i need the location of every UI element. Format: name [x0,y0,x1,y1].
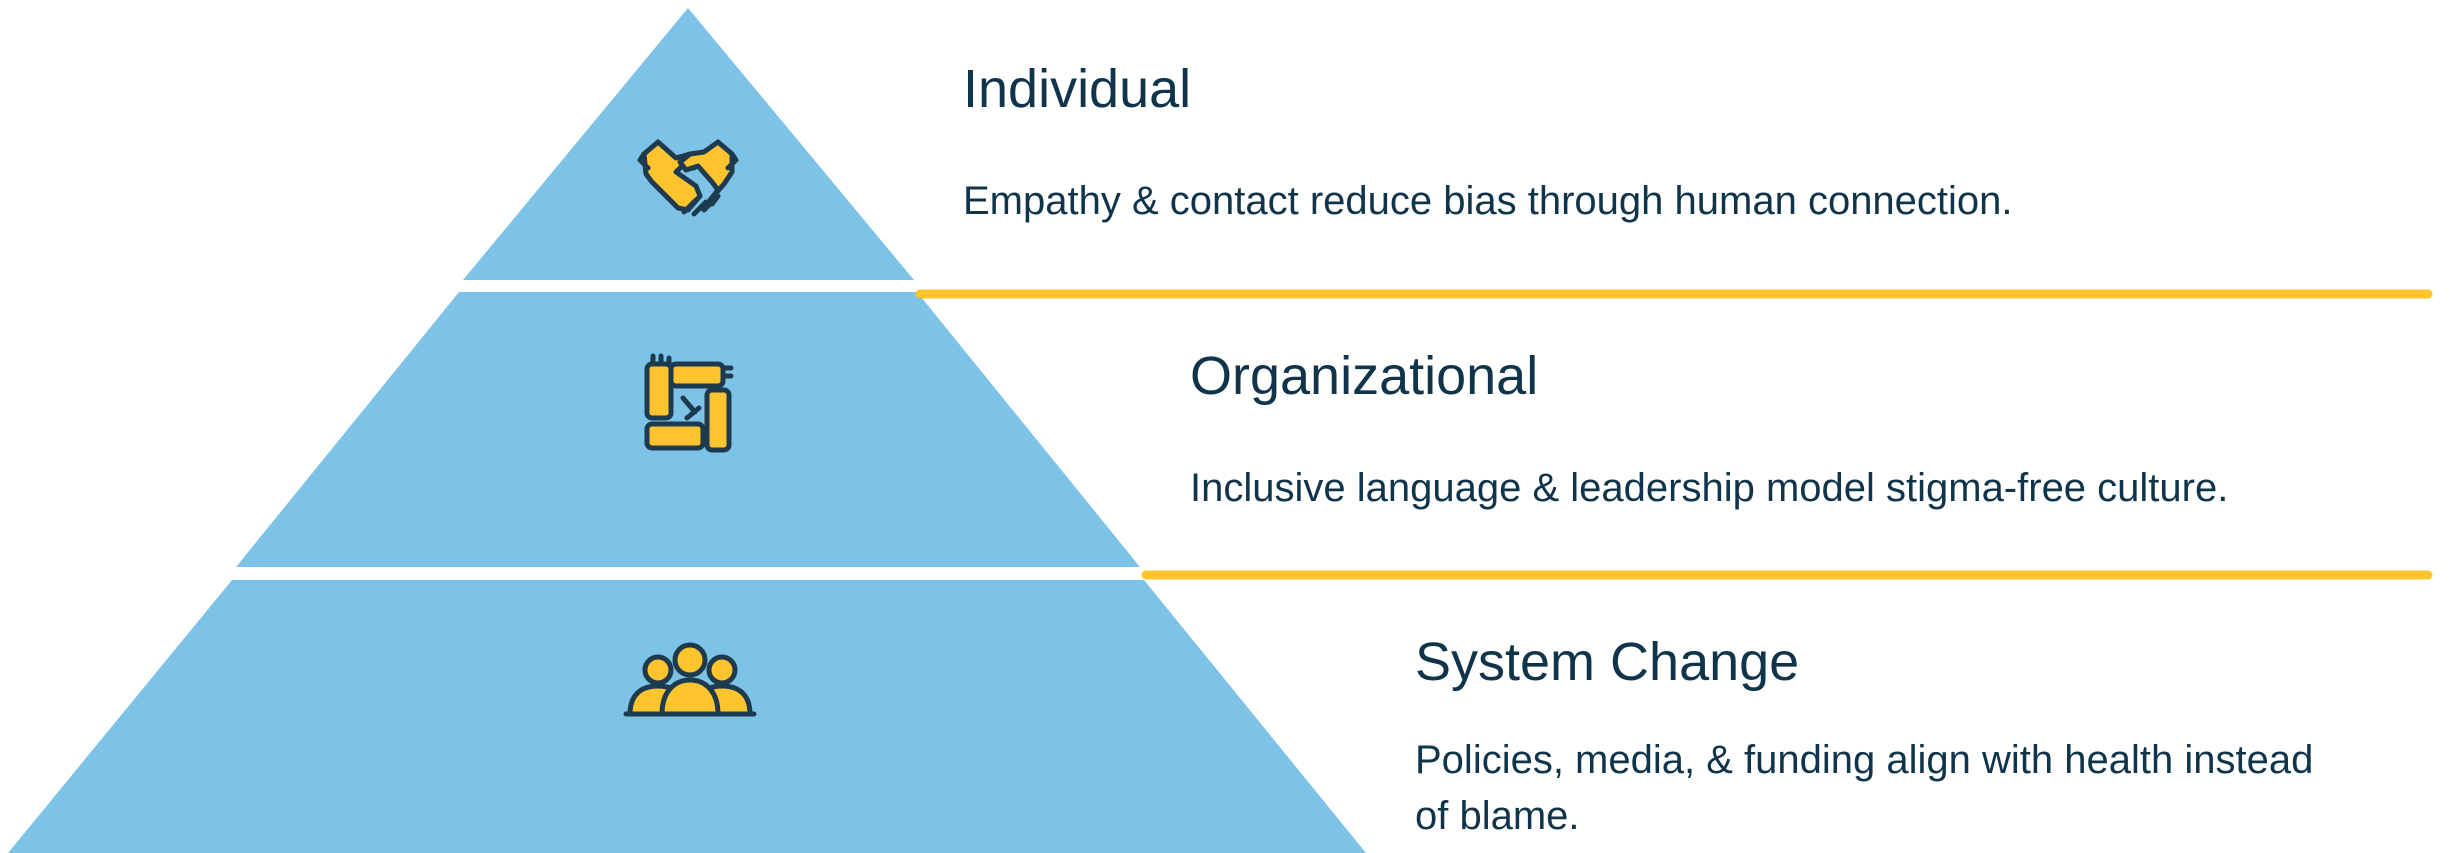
pyramid-tier-individual [463,8,914,280]
tier-title-organizational: Organizational [1190,346,1539,406]
tier-title-individual: Individual [963,59,1192,119]
people-group-icon [623,642,757,717]
tier-description-individual: Empathy & contact reduce bias through hu… [963,179,2013,223]
tier-title-system-change: System Change [1415,632,1800,692]
tier-description-system-change: Policies, media, & funding align with he… [1415,738,2314,838]
handshake-icon [637,139,739,217]
joined-hands-icon [644,353,734,453]
tier-description-organizational: Inclusive language & leadership model st… [1190,466,2229,510]
